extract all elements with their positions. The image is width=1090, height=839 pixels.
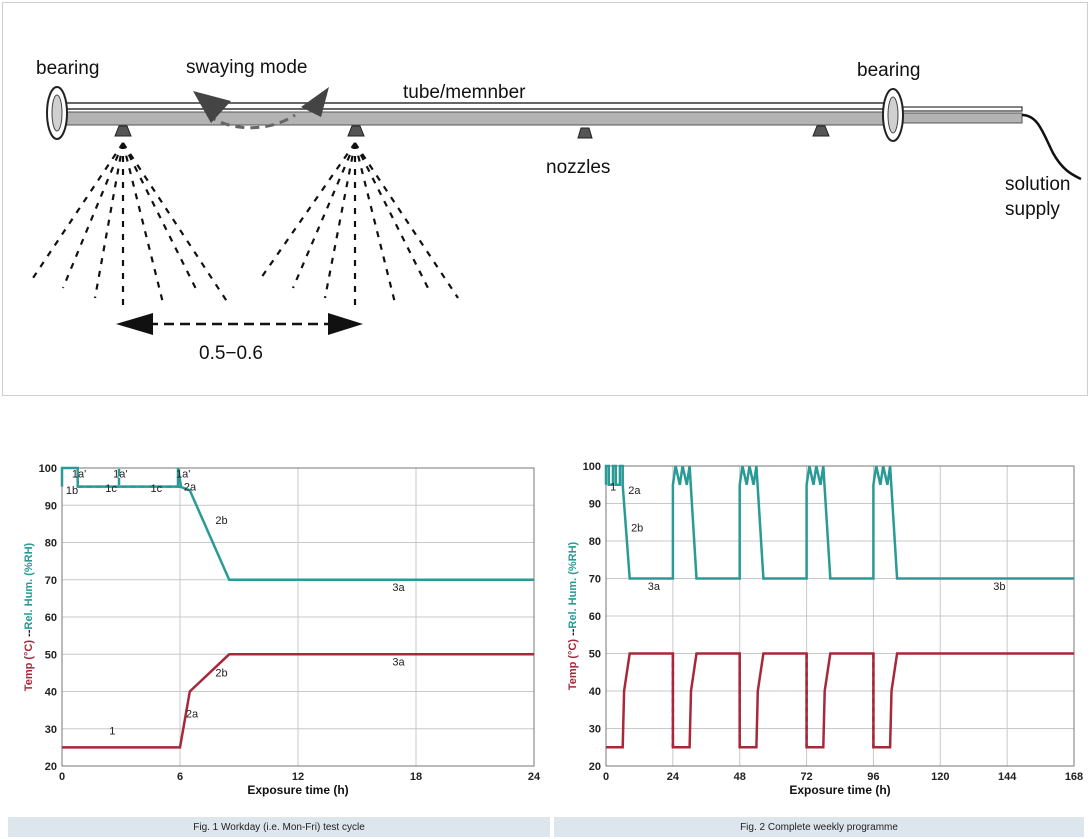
fig2-y-label-rh: Rel. Hum. (%RH) — [567, 541, 579, 628]
fig1-x-tick-label: 18 — [410, 771, 422, 783]
fig1-annotation: 3a — [392, 582, 405, 594]
spray-left-icon — [32, 142, 229, 308]
fig2-y-tick-label: 20 — [589, 761, 601, 773]
fig2-y-axis-label: Temp (°C) --Rel. Hum. (%RH) — [567, 541, 579, 690]
fig2-x-tick-label: 120 — [931, 771, 949, 783]
fig1-caption: Fig. 1 Workday (i.e. Mon-Fri) test cycle — [8, 817, 550, 837]
fig2-y-tick-label: 90 — [589, 499, 601, 511]
fig1-y-tick-label: 100 — [39, 463, 57, 475]
fig1-annotation: 2b — [215, 668, 227, 680]
fig1-x-tick-label: 24 — [528, 771, 541, 783]
fig1-y-tick-label: 70 — [45, 575, 57, 587]
bearing-right-icon — [882, 88, 904, 142]
fig1-y-tick-label: 30 — [45, 724, 57, 736]
nozzle-icons — [114, 125, 830, 139]
fig1-x-tick-label: 6 — [177, 771, 183, 783]
fig2-x-tick-label: 0 — [603, 771, 609, 783]
tube-label: tube/memnber — [403, 82, 526, 103]
fig1-chart-svg: 0 6 12 18 24 20 30 40 50 60 70 80 90 100 1a' 1b 1a' 1c 1c 1… — [23, 463, 541, 797]
fig1-annotation: 1c — [105, 483, 117, 495]
fig2-x-axis-label: Exposure time (h) — [789, 783, 890, 797]
fig2-x-tick-label: 72 — [800, 771, 812, 783]
fig1-x-axis-label: Exposure time (h) — [247, 783, 348, 797]
fig2-y-tick-label: 40 — [589, 686, 601, 698]
fig2-x-tick-label: 48 — [734, 771, 746, 783]
fig2-y-label-sep: -- — [567, 628, 579, 639]
fig1-x-tick-label: 0 — [59, 771, 65, 783]
fig2-chart-svg: 0 24 48 72 96 120 144 168 20 30 40 50 60 70 80 90 100 1 2a… — [567, 461, 1083, 797]
fig2-chart: 0 24 48 72 96 120 144 168 20 30 40 50 60 70 80 90 100 1 2a… — [554, 446, 1084, 818]
fig1-y-label-temp: Temp (°C) — [23, 640, 35, 692]
fig2-series-0-line — [604, 464, 1074, 580]
fig1-series-1-line — [77, 468, 180, 488]
fig2-y-tick-label: 100 — [583, 461, 601, 473]
fig1-axes-frame — [61, 467, 535, 767]
fig2-y-label-temp: Temp (°C) — [567, 639, 579, 691]
fig2-x-tick-label: 168 — [1065, 771, 1083, 783]
fig1-y-tick-label: 90 — [45, 500, 57, 512]
fig1-x-tick-label: 12 — [292, 771, 304, 783]
fig2-x-tick-label: 96 — [867, 771, 879, 783]
fig1-y-axis-label: Temp (°C) --Rel. Hum. (%RH) — [23, 542, 35, 691]
bearing-right-label: bearing — [857, 60, 920, 81]
fig1-annotation: 1c — [151, 483, 163, 495]
fig1-annotation: 1 — [109, 725, 115, 737]
fig2-x-tick-label: 24 — [667, 771, 680, 783]
fig1-annotation: 3a — [392, 656, 405, 668]
fig1-annotation: 2a — [184, 481, 197, 493]
distance-label: 0.5−0.6 — [199, 343, 263, 364]
nozzles-label: nozzles — [546, 157, 610, 178]
fig1-y-tick-label: 80 — [45, 538, 57, 550]
fig2-y-tick-label: 60 — [589, 611, 601, 623]
fig1-annotation: 1b — [66, 485, 78, 497]
fig2-caption: Fig. 2 Complete weekly programme — [554, 817, 1084, 837]
fig1-series-0-line — [60, 466, 534, 582]
bearing-left-icon — [46, 86, 68, 140]
fig2-y-tick-label: 70 — [589, 574, 601, 586]
spray-right-icon — [260, 142, 459, 308]
fig2-annotation: 3b — [993, 581, 1005, 593]
fig2-x-tick-label: 144 — [998, 771, 1017, 783]
fig1-annotation: 2b — [215, 515, 227, 527]
fig1-annotation: 1a' — [176, 468, 190, 480]
bearing-left-label: bearing — [36, 58, 99, 79]
swaying-arrow-icon — [193, 87, 329, 130]
swaying-mode-label: swaying mode — [186, 57, 307, 78]
fig2-annotation: 2b — [631, 523, 643, 535]
supply-hose — [1021, 113, 1082, 181]
fig1-annotation: 2a — [186, 709, 199, 721]
solution-supply-label-2: supply — [1005, 199, 1060, 220]
fig1-y-tick-label: 20 — [45, 761, 57, 773]
fig1-y-tick-label: 40 — [45, 687, 57, 699]
fig2-y-tick-label: 30 — [589, 724, 601, 736]
fig1-annotation: 1a' — [72, 468, 86, 480]
fig1-series-2-line — [176, 467, 183, 487]
fig1-series-3-line — [62, 653, 534, 749]
solution-supply-label-1: solution — [1005, 174, 1071, 195]
spray-rig-diagram: bearing swaying mode tube/memnber bearin… — [2, 2, 1088, 396]
fig1-annotation: 1a' — [113, 468, 127, 480]
fig1-chart: 0 6 12 18 24 20 30 40 50 60 70 80 90 100 1a' 1b 1a' 1c 1c 1… — [8, 446, 550, 818]
fig1-y-label-rh: Rel. Hum. (%RH) — [23, 542, 35, 629]
fig2-axes-frame — [605, 465, 1075, 767]
fig2-annotation: 2a — [628, 485, 641, 497]
fig2-annotation: 1 — [610, 481, 616, 493]
distance-arrow-icon — [116, 313, 363, 335]
fig2-y-tick-label: 50 — [589, 649, 601, 661]
fig1-y-tick-label: 50 — [45, 649, 57, 661]
spray-rig-drawing: bearing swaying mode tube/memnber bearin… — [32, 57, 1082, 364]
fig1-y-tick-label: 60 — [45, 612, 57, 624]
fig2-annotation: 3a — [648, 581, 661, 593]
fig2-y-tick-label: 80 — [589, 536, 601, 548]
fig1-y-label-sep: -- — [23, 629, 35, 640]
